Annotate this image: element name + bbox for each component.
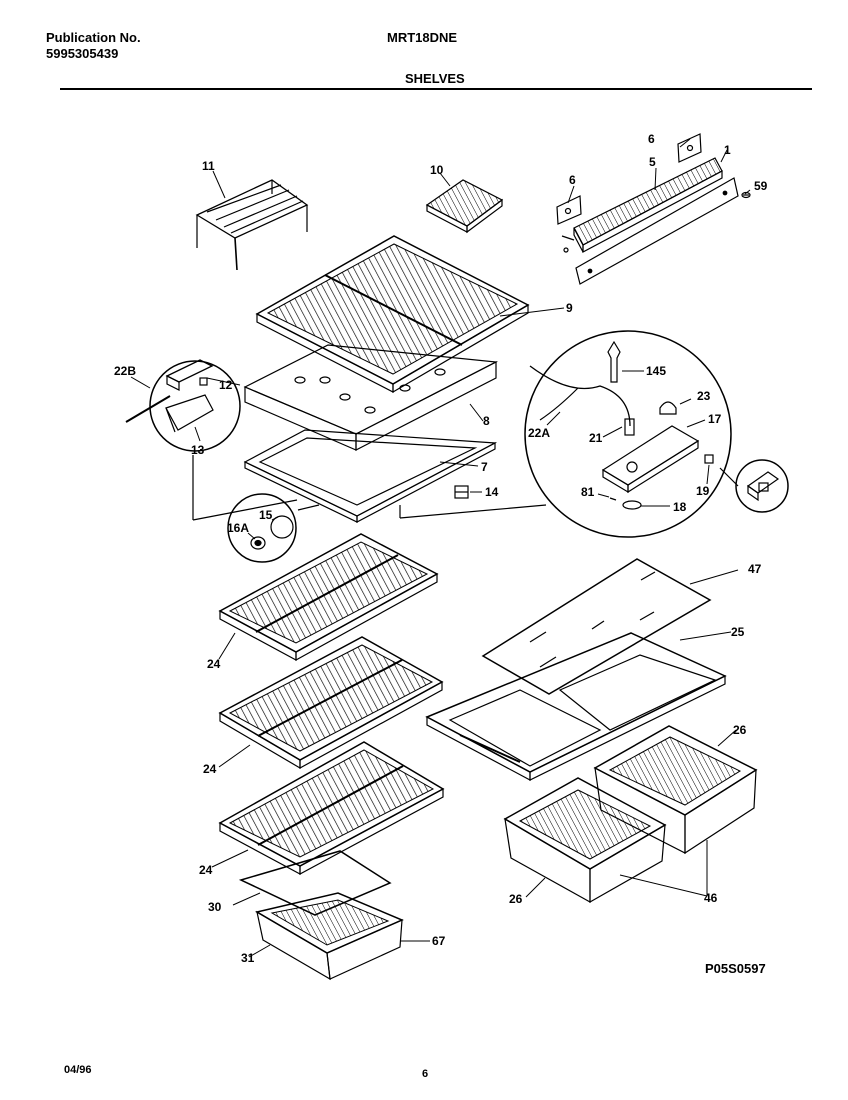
- part-label-17: 17: [708, 412, 722, 426]
- part-label-5: 5: [649, 155, 656, 169]
- deli-drawer-part-31: [255, 892, 404, 981]
- part-label-59: 59: [754, 179, 768, 193]
- part-label-19: 19: [696, 484, 710, 498]
- part-label-31: 31: [241, 951, 255, 965]
- part-label-24: 24: [199, 863, 213, 877]
- part-label-23: 23: [697, 389, 711, 403]
- publication-label: Publication No.: [46, 30, 141, 45]
- crisper-drawer-part-26-left: [503, 777, 667, 904]
- part-label-24: 24: [207, 657, 221, 671]
- leader-lines: [130, 138, 751, 958]
- egg-tray-part-10: [425, 179, 504, 234]
- crisper-drawer-part-26-right: [593, 725, 758, 855]
- divider-housing-part-8: [243, 344, 499, 451]
- part-label-11: 11: [202, 159, 215, 173]
- part-label-8: 8: [483, 414, 490, 428]
- part-label-26: 26: [509, 892, 523, 906]
- part-label-9: 9: [566, 301, 573, 315]
- part-label-14: 14: [485, 485, 499, 499]
- detail-circle-small: [227, 493, 297, 563]
- part-label-47: 47: [748, 562, 762, 576]
- detail-circle-right: [524, 330, 732, 538]
- part-label-25: 25: [731, 625, 745, 639]
- crisper-cover-part-25: [425, 632, 727, 782]
- footer-date: 04/96: [64, 1064, 92, 1076]
- crisper-frame-part-5: [573, 157, 723, 253]
- page-number: 6: [422, 1068, 429, 1080]
- fridge-shelf-24-middle: [218, 636, 444, 770]
- part-label-16A: 16A: [227, 521, 249, 535]
- screw-part-59: [741, 191, 751, 199]
- detail-circle-left: [125, 359, 241, 452]
- crisper-front-part-1: [575, 177, 739, 285]
- model-number: MRT18DNE: [387, 30, 458, 45]
- fridge-shelf-24-top: [218, 533, 439, 662]
- detail-circle-far-right: [735, 459, 789, 513]
- part-label-13: 13: [191, 443, 205, 457]
- publication-number: 5995305439: [46, 46, 119, 61]
- part-label-18: 18: [673, 500, 687, 514]
- damper-control-part-14: [454, 485, 469, 499]
- part-label-24: 24: [203, 762, 217, 776]
- part-label-81: 81: [581, 485, 595, 499]
- part-label-46: 46: [704, 891, 718, 905]
- part-label-10: 10: [430, 163, 444, 177]
- section-title: SHELVES: [405, 71, 465, 86]
- air-duct-part-7: [243, 429, 498, 523]
- glass-cover-part-30: [238, 850, 392, 916]
- part-label-67: 67: [432, 934, 446, 948]
- bracket-part-6-right: [677, 133, 702, 163]
- part-label-21: 21: [589, 431, 603, 445]
- fridge-shelf-24-bottom: [218, 741, 445, 876]
- part-label-7: 7: [481, 460, 488, 474]
- part-label-22B: 22B: [114, 364, 136, 378]
- glass-shelf-part-47: [481, 558, 712, 695]
- drawing-code: P05S0597: [705, 961, 766, 976]
- bracket-part-6-left: [556, 195, 582, 253]
- header-rule: [60, 88, 812, 90]
- part-label-12: 12: [219, 378, 233, 392]
- wire-rack-part-11: [195, 179, 309, 271]
- part-label-1: 1: [724, 143, 731, 157]
- part-label-145: 145: [646, 364, 666, 378]
- part-label-22A: 22A: [528, 426, 550, 440]
- part-label-26: 26: [733, 723, 747, 737]
- part-label-30: 30: [208, 900, 222, 914]
- freezer-shelf-part-9: [255, 235, 530, 394]
- part-label-6: 6: [648, 132, 655, 146]
- part-label-6: 6: [569, 173, 576, 187]
- connector-lines: [192, 455, 739, 521]
- part-label-15: 15: [259, 508, 273, 522]
